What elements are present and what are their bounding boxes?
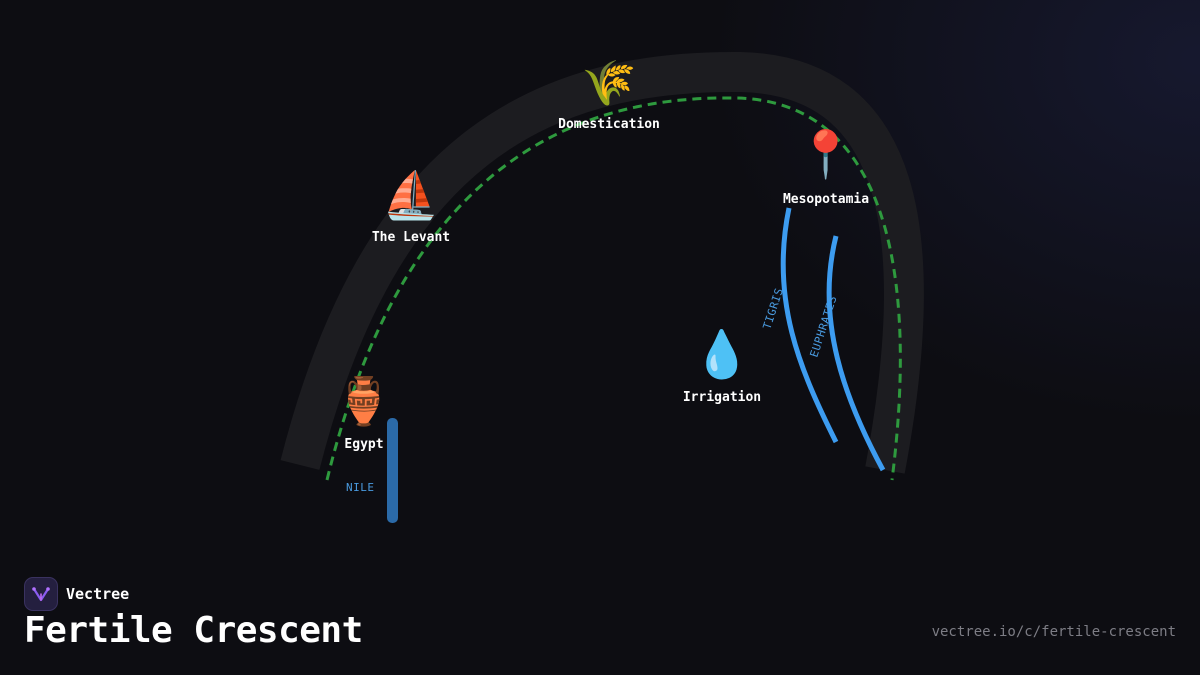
tigris-label: TIGRIS <box>760 286 786 331</box>
pin-icon: 📍 <box>797 127 854 181</box>
node-egypt: 🏺 Egypt <box>335 374 392 452</box>
nile-label: NILE <box>346 481 375 494</box>
brand-name: Vectree <box>66 585 130 603</box>
node-irrigation: 💧 Irrigation <box>683 327 761 405</box>
node-domestication: 🌾 Domestication <box>558 58 660 132</box>
droplet-icon: 💧 <box>693 327 750 381</box>
sailboat-icon: ⛵ <box>382 168 439 222</box>
vectree-logo-icon <box>24 577 58 611</box>
node-mesopotamia: 📍 Mesopotamia <box>783 127 869 207</box>
page-title: Fertile Crescent <box>24 610 363 651</box>
node-label-irrigation: Irrigation <box>683 390 761 405</box>
tigris-river <box>780 207 839 444</box>
node-label-domestication: Domestication <box>558 117 660 132</box>
amphora-icon: 🏺 <box>335 374 392 428</box>
node-label-mesopotamia: Mesopotamia <box>783 192 869 207</box>
nile-river <box>387 418 398 523</box>
page-url[interactable]: vectree.io/c/fertile-crescent <box>931 624 1176 640</box>
node-label-levant: The Levant <box>372 230 450 245</box>
wheat-icon: 🌾 <box>582 58 637 109</box>
euphrates-river <box>826 235 886 472</box>
node-label-egypt: Egypt <box>344 437 383 452</box>
node-levant: ⛵ The Levant <box>372 168 450 245</box>
brand[interactable]: Vectree <box>24 577 129 611</box>
crescent-band <box>280 51 924 474</box>
